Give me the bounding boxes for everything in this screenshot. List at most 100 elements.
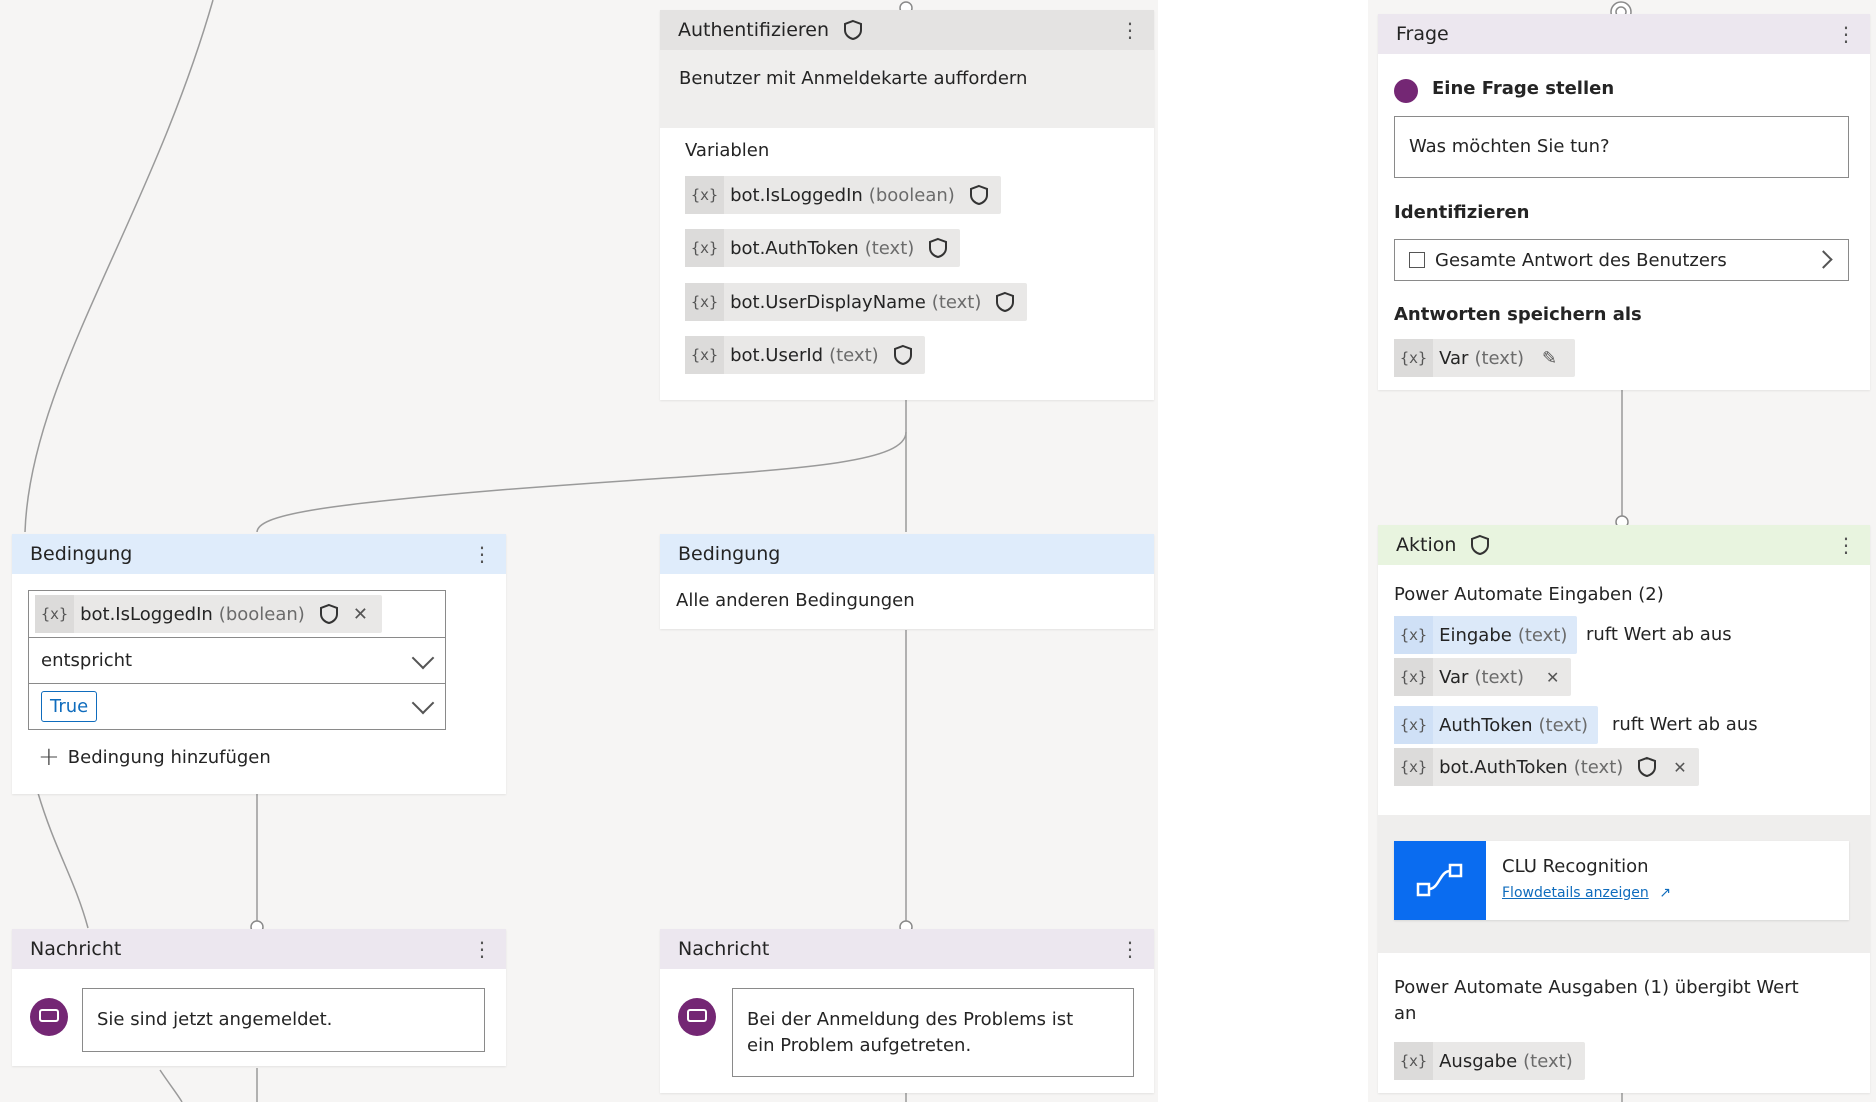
message-header: Nachricht ⋮	[12, 929, 506, 969]
message-bubble-icon	[30, 998, 68, 1036]
shield-icon	[969, 184, 988, 206]
condition-header: Bedingung ⋮	[12, 534, 506, 574]
close-icon[interactable]: ✕	[1546, 667, 1560, 687]
variable-icon: {x}	[1394, 706, 1434, 744]
message-text: Sie sind jetzt angemeldet.	[97, 1009, 333, 1030]
variable-icon: {x}	[685, 176, 725, 214]
more-icon[interactable]: ⋮	[472, 937, 492, 961]
flow-card[interactable]: CLU Recognition Flowdetails anzeigen ↗	[1394, 841, 1849, 920]
condition-editor: {x} bot.IsLoggedIn (boolean) ✕ entsprich…	[28, 590, 446, 730]
condition-variable-row: {x} bot.IsLoggedIn (boolean) ✕	[29, 591, 445, 638]
variable-chip[interactable]: {x} Var (text) ✕	[1394, 658, 1572, 696]
authenticate-description: Benutzer mit Anmeldekarte auffordern	[679, 68, 1028, 89]
authenticate-title: Authentifizieren	[678, 19, 830, 41]
variable-chip[interactable]: {x} bot.UserId (text)	[685, 336, 925, 374]
variable-icon: {x}	[685, 229, 725, 267]
shield-icon	[844, 19, 863, 41]
shield-icon	[1638, 756, 1657, 778]
question-prompt-box[interactable]: Was möchten Sie tun?	[1394, 116, 1849, 178]
identify-select[interactable]: Gesamte Antwort des Benutzers	[1394, 239, 1849, 281]
variable-chip[interactable]: {x} Var (text) ✎	[1394, 339, 1576, 377]
connector-left-bottom	[37, 792, 89, 929]
value-pill: True	[41, 691, 98, 722]
entity-icon	[1409, 252, 1425, 268]
shield-icon	[893, 344, 912, 366]
message-text-line: Bei der Anmeldung des Problems ist	[747, 1009, 1074, 1030]
chevron-down-icon	[411, 646, 435, 670]
more-icon[interactable]: ⋮	[1120, 937, 1140, 961]
authenticate-header: Authentifizieren ⋮	[660, 10, 1154, 50]
condition-node-right[interactable]: Bedingung Alle anderen Bedingungen	[660, 534, 1154, 629]
action-title: Aktion	[1396, 534, 1457, 556]
more-icon[interactable]: ⋮	[1120, 18, 1140, 42]
condition-description: Alle anderen Bedingungen	[676, 590, 915, 611]
action-node[interactable]: Aktion ⋮ Power Automate Eingaben (2) {x}…	[1378, 525, 1870, 1093]
variable-icon: {x}	[1394, 1042, 1434, 1080]
variable-icon: {x}	[1394, 658, 1434, 696]
message-title: Nachricht	[30, 938, 122, 960]
more-icon[interactable]: ⋮	[472, 542, 492, 566]
input-param-chip[interactable]: {x} Eingabe (text)	[1394, 616, 1578, 654]
connector-left-branch	[24, 0, 214, 533]
add-condition-button[interactable]: + Bedingung hinzufügen	[38, 742, 271, 772]
shield-icon	[996, 291, 1015, 313]
flow-icon	[1394, 841, 1486, 920]
variable-icon: {x}	[685, 283, 725, 321]
outputs-label: Power Automate Ausgaben (1) übergibt Wer…	[1394, 977, 1799, 998]
variables-label: Variablen	[685, 140, 770, 161]
shield-icon	[319, 603, 338, 625]
question-icon	[1394, 79, 1418, 103]
variable-chip[interactable]: {x} bot.UserDisplayName (text)	[685, 283, 1028, 321]
canvas-gap	[1158, 0, 1368, 1102]
condition-header: Bedingung	[660, 534, 1154, 574]
connector-auth-out	[256, 400, 907, 533]
variable-chip[interactable]: {x} bot.AuthToken (text)	[685, 229, 961, 267]
message-node-right[interactable]: Nachricht ⋮ Bei der Anmeldung des Proble…	[660, 929, 1154, 1093]
variable-chip[interactable]: {x} bot.AuthToken (text) ✕	[1394, 748, 1699, 786]
shield-icon	[929, 237, 948, 259]
message-node-left[interactable]: Nachricht ⋮ Sie sind jetzt angemeldet.	[12, 929, 506, 1066]
message-text-box[interactable]: Bei der Anmeldung des Problems ist ein P…	[732, 988, 1134, 1077]
ask-question-label: Eine Frage stellen	[1432, 78, 1615, 99]
connector-bottom-left	[159, 1069, 183, 1102]
variable-chip[interactable]: {x} Ausgabe (text)	[1394, 1042, 1585, 1080]
message-bubble-icon	[678, 998, 716, 1036]
variable-icon: {x}	[685, 336, 725, 374]
variable-icon: {x}	[1394, 339, 1434, 377]
open-external-icon: ↗	[1659, 885, 1671, 901]
message-header: Nachricht ⋮	[660, 929, 1154, 969]
more-icon[interactable]: ⋮	[1836, 533, 1856, 557]
operator-select[interactable]: entspricht	[29, 638, 445, 684]
message-title: Nachricht	[678, 938, 770, 960]
close-icon[interactable]: ✕	[1673, 757, 1687, 777]
shield-icon	[1471, 534, 1490, 556]
authenticate-node[interactable]: Authentifizieren ⋮ Benutzer mit Anmeldek…	[660, 10, 1154, 400]
add-icon: +	[38, 742, 60, 772]
condition-title: Bedingung	[30, 543, 133, 565]
edit-icon[interactable]: ✎	[1542, 347, 1558, 369]
authenticate-description-area	[660, 50, 1154, 128]
variable-icon: {x}	[1394, 748, 1434, 786]
question-title: Frage	[1396, 23, 1449, 45]
message-text-box[interactable]: Sie sind jetzt angemeldet.	[82, 988, 485, 1052]
value-select[interactable]: True	[29, 684, 445, 729]
chevron-down-icon	[411, 691, 435, 715]
action-header: Aktion ⋮	[1378, 525, 1870, 565]
more-icon[interactable]: ⋮	[1836, 22, 1856, 46]
question-node[interactable]: Frage ⋮ Eine Frage stellen Was möchten S…	[1378, 14, 1870, 390]
flow-details-link[interactable]: Flowdetails anzeigen ↗	[1502, 885, 1671, 901]
input-param-chip[interactable]: {x} AuthToken (text)	[1394, 706, 1599, 744]
message-text-line: ein Problem aufgetreten.	[747, 1035, 972, 1056]
retrieves-label: ruft Wert ab aus	[1612, 714, 1758, 735]
variable-chip[interactable]: {x} bot.IsLoggedIn (boolean) ✕	[35, 595, 382, 633]
variable-chip[interactable]: {x} bot.IsLoggedIn (boolean)	[685, 176, 1001, 214]
chevron-right-icon	[1814, 250, 1833, 269]
variable-icon: {x}	[35, 595, 75, 633]
operator-value: entspricht	[41, 650, 133, 671]
condition-node-left[interactable]: Bedingung ⋮ {x} bot.IsLoggedIn (boolean)…	[12, 534, 506, 794]
flow-name: CLU Recognition	[1502, 856, 1649, 877]
close-icon[interactable]: ✕	[352, 603, 368, 625]
flow-glyph	[1416, 863, 1463, 897]
outputs-label-line2: an	[1394, 1003, 1417, 1024]
